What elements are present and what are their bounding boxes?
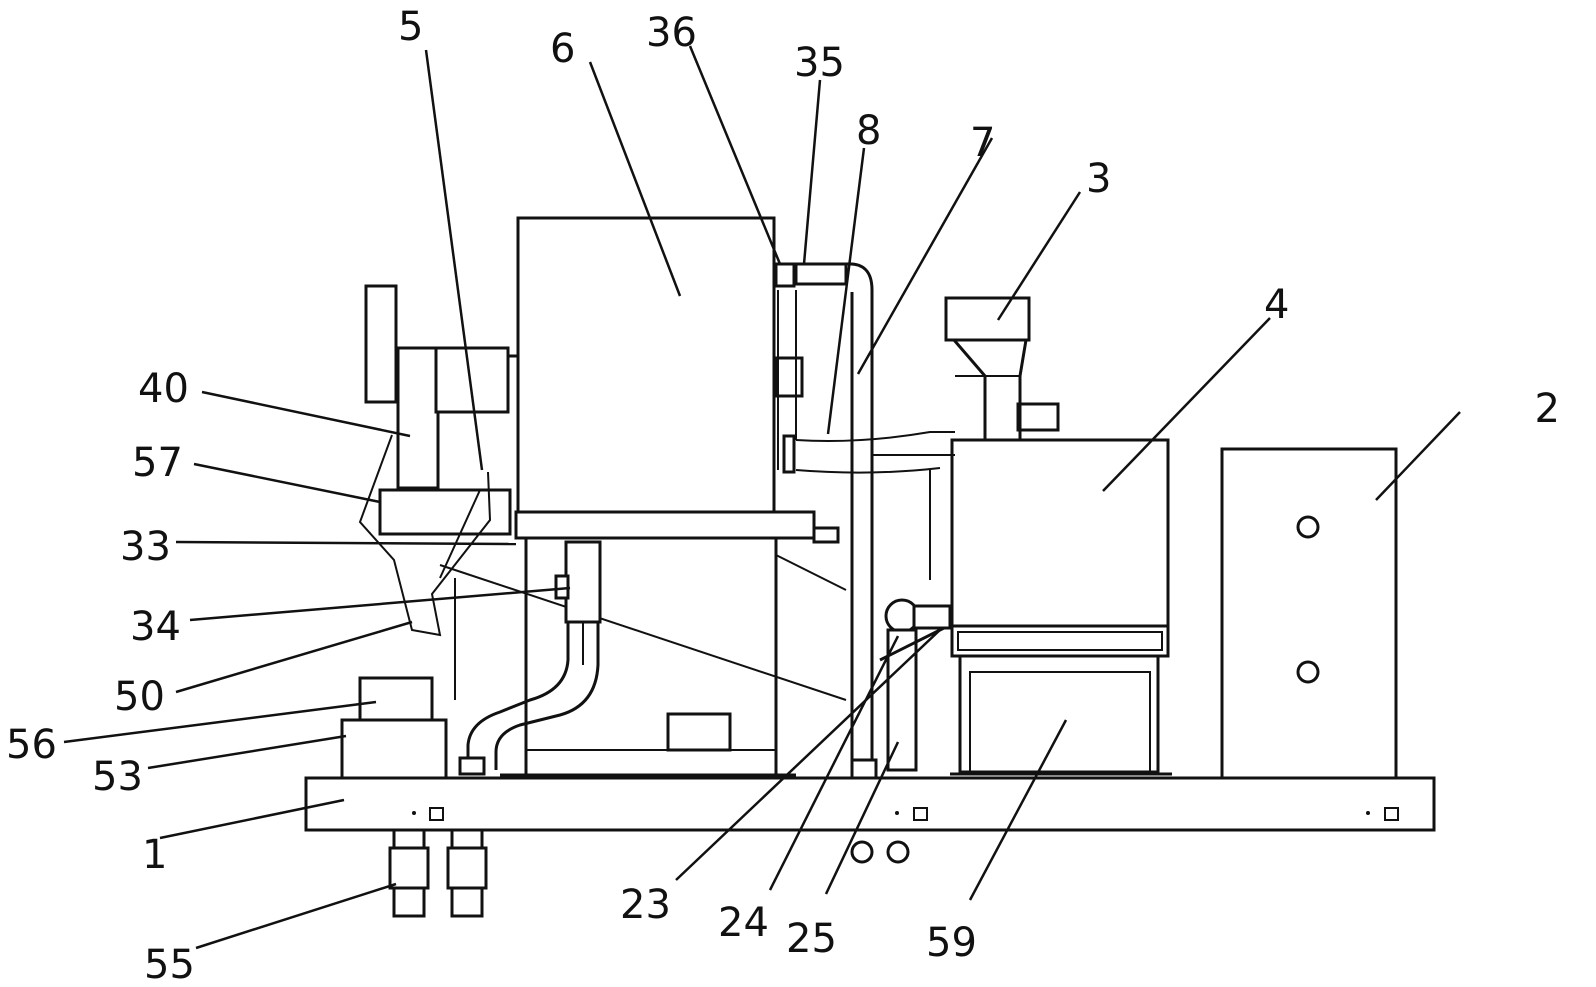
control-boxes	[340, 676, 448, 780]
label-24: 24	[718, 900, 769, 946]
label-59: 59	[926, 920, 977, 966]
hose-assembly	[458, 540, 602, 776]
motor-assembly	[358, 284, 518, 700]
label-1: 1	[142, 832, 167, 878]
part-labels: 1 2 3 4 5 6 7 8 23 24 25 33 34 35 36 40 …	[6, 4, 1560, 987]
label-5: 5	[398, 4, 423, 50]
label-6: 6	[550, 26, 575, 72]
processing-unit	[944, 296, 1172, 776]
label-56: 56	[6, 722, 57, 768]
leader-lines	[63, 45, 1461, 950]
main-cabinet	[439, 216, 847, 777]
label-7: 7	[970, 120, 995, 166]
pipe-assembly	[774, 262, 955, 780]
electrical-cabinet	[1220, 447, 1398, 780]
label-57: 57	[132, 440, 183, 486]
label-50: 50	[114, 674, 165, 720]
label-53: 53	[92, 754, 143, 800]
pump-assembly	[879, 598, 952, 772]
label-35: 35	[794, 40, 845, 86]
label-8: 8	[856, 108, 881, 154]
label-25: 25	[786, 916, 837, 962]
caster-wheels	[388, 828, 910, 918]
label-40: 40	[138, 366, 189, 412]
label-36: 36	[646, 10, 697, 56]
label-34: 34	[130, 604, 181, 650]
label-2: 2	[1535, 386, 1560, 432]
label-4: 4	[1264, 282, 1289, 328]
label-3: 3	[1086, 156, 1111, 202]
label-23: 23	[620, 882, 671, 928]
label-33: 33	[120, 524, 171, 570]
label-55: 55	[144, 942, 195, 987]
